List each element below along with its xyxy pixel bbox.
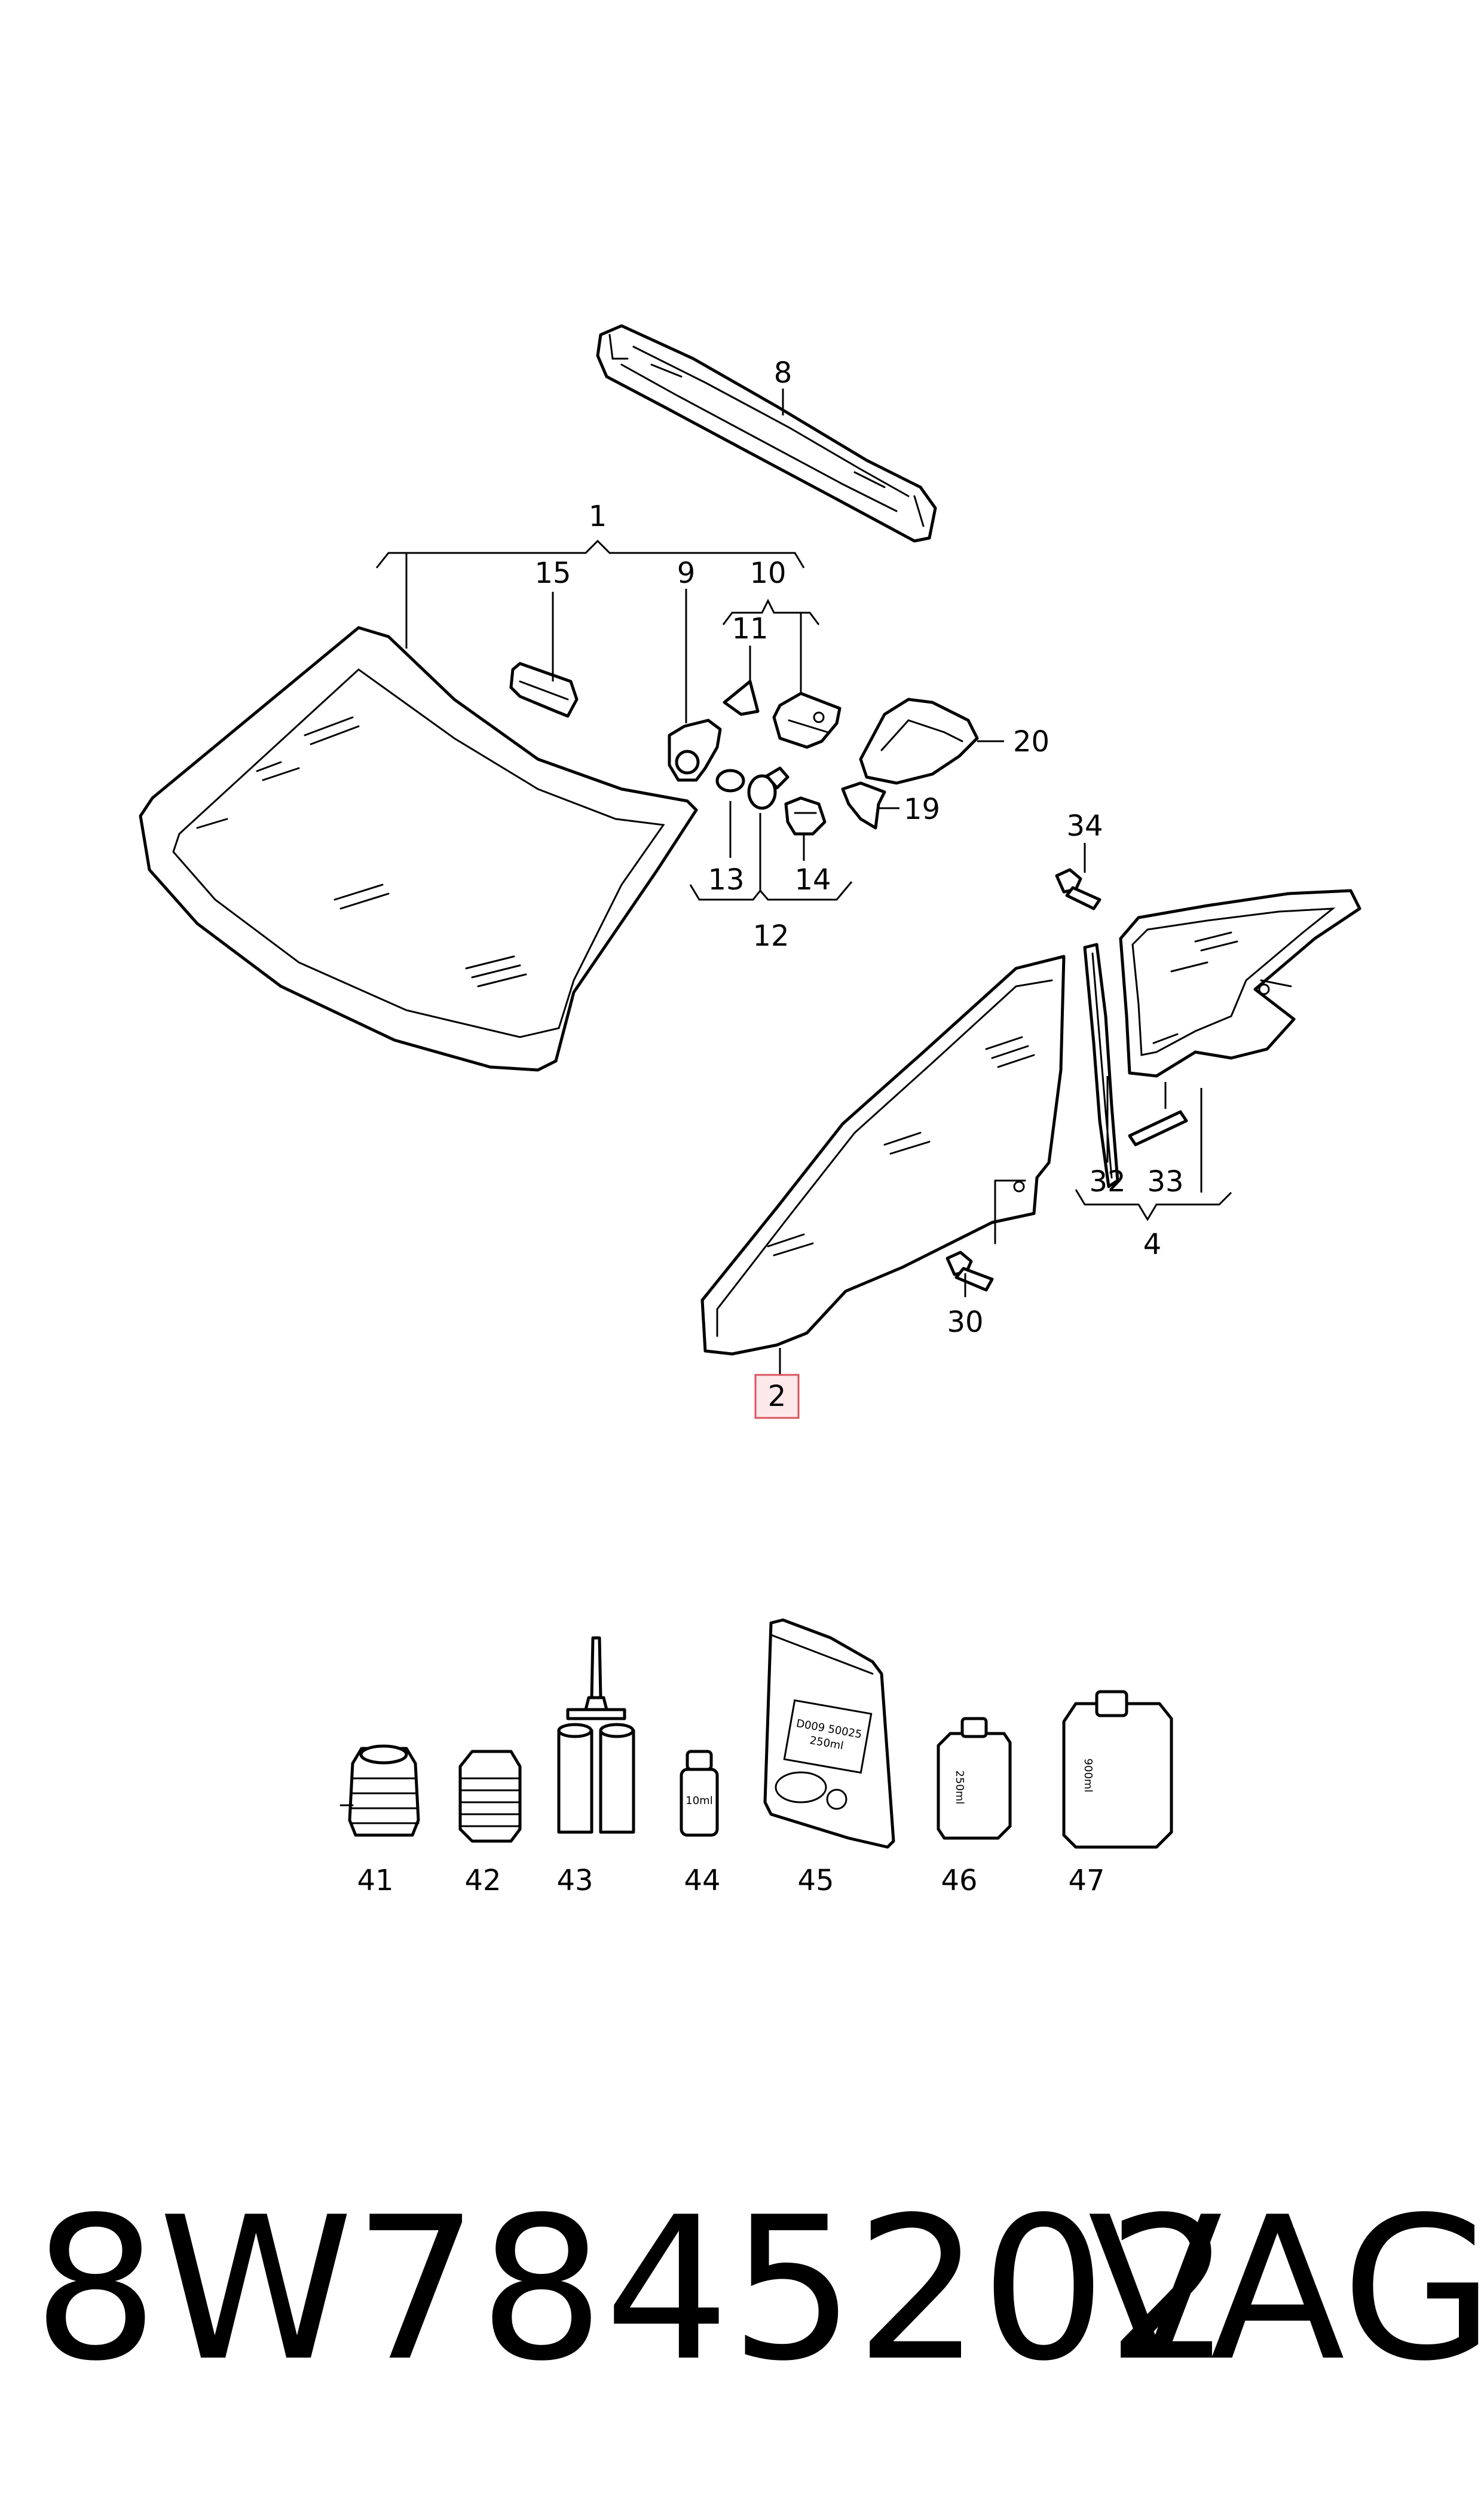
part-10-mount (772, 692, 842, 749)
part-42-coil (458, 1750, 522, 1843)
part-46-bottle: 250ml (937, 1717, 1012, 1840)
callout-4: 4 (1143, 1228, 1162, 1261)
callout-2: 2 (768, 1380, 787, 1413)
part-number: 8W7845202 (33, 2175, 1232, 2404)
callout-41: 41 (357, 1864, 393, 1897)
callout-32: 32 (1089, 1165, 1125, 1199)
callout-43: 43 (556, 1864, 593, 1897)
vial-44-label: 10ml (686, 1794, 712, 1807)
part-12-clip (747, 766, 790, 810)
bracket-1 (375, 539, 805, 568)
part-14-clip (784, 796, 827, 836)
callout-46: 46 (941, 1864, 977, 1897)
part-20-cover (859, 698, 979, 785)
part-4-quarter-glass (1119, 889, 1361, 1078)
part-1-windshield (139, 626, 698, 1072)
callout-42: 42 (464, 1864, 501, 1897)
callout-10: 10 (749, 557, 786, 590)
callout-34: 34 (1066, 809, 1103, 843)
bracket-10 (722, 598, 820, 625)
bottle-47-label: 900ml (1082, 1759, 1094, 1793)
part-11-wedge (723, 680, 760, 716)
highlight-callout-2 (754, 1374, 800, 1419)
part-30-screw (946, 1251, 994, 1292)
callout-33: 33 (1147, 1165, 1183, 1199)
part-43-adhesive-cartridge (557, 1636, 635, 1834)
callout-45: 45 (797, 1864, 834, 1897)
callout-11: 11 (732, 612, 768, 646)
callout-9: 9 (677, 557, 696, 590)
part-33-strip (1128, 1110, 1188, 1147)
part-32-seal (1083, 943, 1119, 1188)
part-19-clip (841, 781, 886, 830)
part-13-ring (715, 769, 745, 793)
callout-14: 14 (794, 863, 831, 897)
callout-30: 30 (947, 1306, 983, 1339)
part-44-vial: 10ml (680, 1750, 719, 1837)
bottle-46-label: 250ml (953, 1771, 966, 1805)
bracket-4 (1075, 1189, 1232, 1221)
callout-12: 12 (752, 919, 789, 953)
part-8-windshield-frame-trim (596, 324, 937, 543)
callout-15: 15 (534, 557, 571, 590)
callout-13: 13 (708, 863, 744, 897)
callout-8: 8 (774, 356, 793, 390)
callout-47: 47 (1068, 1864, 1104, 1897)
callout-44: 44 (684, 1864, 720, 1897)
part-34-screw (1055, 868, 1101, 910)
callout-numbers: 8 1 15 9 10 11 20 19 34 13 14 12 32 33 4… (357, 356, 1183, 1897)
part-47-bottle: 900ml (1062, 1690, 1173, 1849)
part-2-door-glass (700, 955, 1066, 1356)
callout-20: 20 (1013, 725, 1049, 759)
callout-19: 19 (904, 793, 940, 826)
callout-1: 1 (589, 500, 607, 533)
part-45-bag: D009 50025 250ml (763, 1618, 895, 1849)
part-41-seal-cone (339, 1744, 420, 1837)
part-15-clip (509, 662, 579, 718)
bracket-12 (689, 881, 853, 901)
part-9-sensor-bracket (668, 719, 722, 782)
brand-name: VAG (1088, 2175, 1484, 2404)
